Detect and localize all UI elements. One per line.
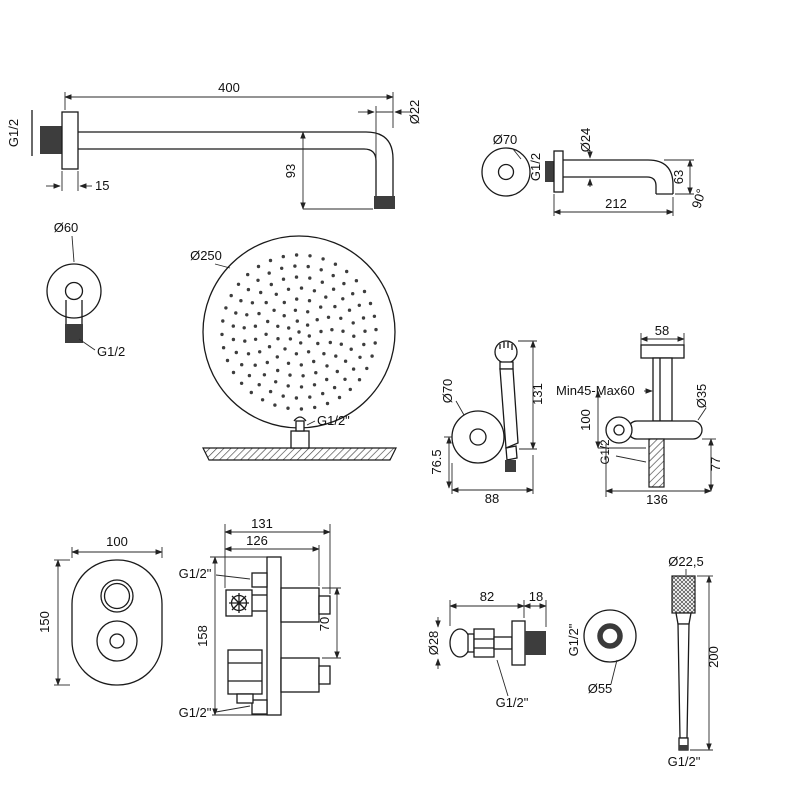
dim-spray-flange-diameter: Ø70 [440, 379, 455, 404]
drawing-shower-arm: 400 Ø22 93 15 G1/2 [6, 80, 422, 210]
label-outlet-front-thread: G1/2" [566, 623, 581, 656]
label-ceiling-arm-thread: G1/2 [97, 344, 125, 359]
dim-holder-diameter: Ø35 [694, 384, 709, 409]
label-handheld-thread: G1/2" [668, 754, 701, 769]
dim-head-diameter: Ø250 [190, 248, 222, 263]
dim-ceiling-arm-diameter: Ø60 [54, 220, 79, 235]
dim-spout-length: 212 [605, 196, 627, 211]
dim-spout-angle: 90° [689, 187, 709, 210]
dim-holder-height: 100 [578, 409, 593, 431]
mixer-body-plate [266, 556, 282, 716]
drawing-spray-holder: 58 Min45-Max60 100 G1/2 Ø35 77 136 [556, 323, 723, 507]
handheld-head [671, 575, 696, 614]
wall-thread-block [40, 126, 62, 154]
outlet-flange-front [583, 609, 637, 663]
spray-head [494, 340, 518, 364]
label-arm-thread: G1/2 [6, 119, 21, 147]
drawing-mixer-valve: 131 126 G1/2" G1/2" 158 7 [179, 516, 341, 720]
dim-mixer-width-body: 126 [246, 533, 268, 548]
outlet-wall-thread [525, 631, 546, 655]
outlet-flange [511, 620, 526, 666]
dim-holder-length: 136 [646, 492, 668, 507]
label-holder-range: Min45-Max60 [556, 383, 635, 398]
nozzle-dots [220, 253, 378, 411]
dim-mixer-width-total: 131 [251, 516, 273, 531]
ceiling-arm-thread [65, 324, 83, 343]
mixer-outlet-top [280, 587, 320, 623]
mixer-outlet-bottom [280, 657, 320, 693]
label-head-thread: G1/2" [317, 413, 350, 428]
outlet-hose-nipple [449, 628, 471, 658]
spout-tube [563, 159, 674, 195]
dim-holder-top-width: 58 [655, 323, 669, 338]
dim-arm-drop: 93 [283, 164, 298, 178]
drawing-hand-spray: Ø70 131 76.5 88 [429, 340, 545, 506]
dim-spout-drop: 63 [671, 170, 686, 184]
arm-tube [78, 131, 394, 196]
drawing-wall-spout: Ø70 G1/2 Ø24 212 63 90° [481, 128, 709, 216]
oval-plate [71, 559, 163, 686]
dim-spout-diameter: Ø24 [578, 128, 593, 153]
dim-spray-offset: 76.5 [429, 449, 444, 474]
dim-plate-height: 150 [37, 611, 52, 633]
drawing-shower-head: Ø250 G1/2" [190, 235, 397, 461]
dim-arm-diameter: Ø22 [407, 100, 422, 125]
shower-head-side [202, 447, 397, 461]
arm-flange [61, 111, 79, 170]
dim-outlet-length: 82 [480, 589, 494, 604]
holder-top-plate [640, 344, 685, 359]
spout-flange-side [553, 150, 564, 193]
handheld-handle [677, 623, 690, 739]
arm-tip-thread [374, 196, 395, 209]
spout-flange-front [481, 147, 531, 197]
ball-joint [290, 430, 310, 449]
dim-handheld-diameter: Ø22,5 [668, 554, 703, 569]
dim-arm-flange-offset: 15 [95, 178, 109, 193]
dim-spray-height: 131 [530, 383, 545, 405]
label-spout-thread: G1/2 [528, 153, 543, 181]
mixer-bottom-port [251, 699, 268, 715]
dim-holder-drop: 77 [708, 457, 723, 471]
dim-arm-length: 400 [218, 80, 240, 95]
dim-outlet-flange-diameter: Ø55 [588, 681, 613, 696]
ceiling-arm-flange [46, 263, 102, 319]
dim-spray-depth: 88 [485, 491, 499, 506]
drawing-oval-plate: 100 150 [37, 534, 163, 686]
dim-outlet-hose-diameter: Ø28 [426, 631, 441, 656]
holder-threaded-rod [648, 438, 665, 488]
dim-handheld-length: 200 [706, 646, 721, 668]
spray-wall-flange [451, 410, 505, 464]
drawing-ceiling-arm: Ø60 G1/2 [46, 220, 125, 359]
dim-spout-flange-diameter: Ø70 [493, 132, 518, 147]
outlet-nut [473, 628, 495, 658]
label-mixer-thread-bottom: G1/2" [179, 705, 212, 720]
label-outlet-thread: G1/2" [496, 695, 529, 710]
mixer-cartridge [227, 649, 263, 695]
label-mixer-thread-top: G1/2" [179, 566, 212, 581]
holder-body [652, 357, 673, 422]
spray-hose-thread [505, 460, 516, 472]
dim-plate-width: 100 [106, 534, 128, 549]
spout-wall-thread [545, 161, 554, 182]
handheld-neck [675, 612, 692, 625]
mixer-top-port [251, 572, 268, 588]
plate-bottom-knob [96, 620, 138, 662]
dim-mixer-height: 158 [195, 625, 210, 647]
ceiling-arm-tube [65, 300, 83, 324]
spray-handle [499, 368, 519, 449]
dim-outlet-wall-depth: 18 [529, 589, 543, 604]
dim-mixer-port-spacing: 70 [317, 617, 332, 631]
drawing-handheld: Ø22,5 200 G1/2" [668, 554, 721, 769]
plate-top-knob [100, 579, 134, 613]
holder-ring [605, 416, 633, 444]
drawing-wall-outlet: 82 18 Ø28 G1/2" G1/2" Ø55 [426, 589, 637, 710]
holder-arm [627, 420, 703, 440]
